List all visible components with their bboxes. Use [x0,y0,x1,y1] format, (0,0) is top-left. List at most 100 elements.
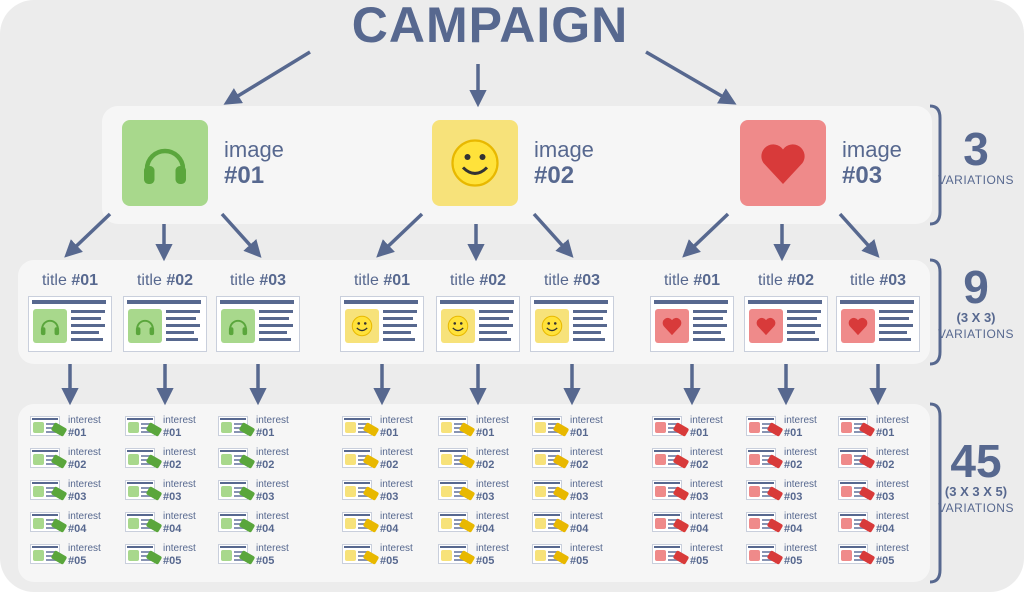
interest-number: #05 [784,555,803,567]
title-variation: title #03 [832,270,924,352]
interest-number: #02 [570,459,589,471]
interest-number: #05 [570,555,589,567]
interest-number: #04 [690,523,709,535]
interest-number: #05 [876,555,895,567]
interest-variation: interest#03 [744,478,836,510]
ad-preview [28,296,112,352]
interest-word: interest [570,447,603,458]
headphones-icon [144,148,186,184]
interest-number: #01 [380,427,399,439]
interest-number: #03 [476,491,495,503]
interest-number: #01 [570,427,589,439]
title-number: #01 [693,272,721,289]
interest-variation: interest#04 [744,510,836,542]
interest-word: interest [876,415,909,426]
interest-number: #01 [690,427,709,439]
interest-word: interest [476,447,509,458]
title-label: title #02 [432,270,524,292]
interest-number: #05 [380,555,399,567]
heart-icon [761,144,805,184]
interest-variation: interest#05 [530,542,622,574]
interest-word: interest [690,415,723,426]
bracket [929,402,942,584]
title-label: title #01 [24,270,116,292]
interest-number: #04 [68,523,87,535]
interest-number: #03 [256,491,275,503]
title-label: title #02 [740,270,832,292]
interest-variation: interest#01 [836,414,928,446]
interest-variation: interest#04 [436,510,528,542]
interest-number: #01 [876,427,895,439]
interest-variation: interest#03 [123,478,215,510]
interest-number: #02 [256,459,275,471]
ad-preview [744,296,828,352]
interest-number: #01 [68,427,87,439]
interest-number: #02 [876,459,895,471]
interest-word: interest [380,511,413,522]
interest-word: interest [570,415,603,426]
interest-number: #04 [163,523,182,535]
interest-word: interest [256,415,289,426]
title-number: #02 [479,272,507,289]
ad-preview [530,296,614,352]
interest-number: #02 [380,459,399,471]
title-variation: title #02 [740,270,832,352]
interest-word: interest [68,511,101,522]
variation-count-2: 9(3 X 3)VARIATIONS [936,264,1016,342]
interest-word: interest [68,447,101,458]
interest-variation: interest#02 [744,446,836,478]
interest-variation: interest#05 [216,542,308,574]
interest-variation: interest#05 [340,542,432,574]
interest-variation: interest#01 [436,414,528,446]
interest-word: interest [163,479,196,490]
interest-word: interest [163,511,196,522]
heart-icon [662,317,682,336]
interest-number: #05 [256,555,275,567]
ad-preview [216,296,300,352]
title-number: #02 [787,272,815,289]
interest-number: #03 [570,491,589,503]
ad-preview [650,296,734,352]
interest-variation: interest#05 [836,542,928,574]
image-number: #02 [534,162,575,189]
arrow [223,50,311,105]
interest-variation: interest#03 [530,478,622,510]
interest-number: #01 [256,427,275,439]
interest-variation: interest#02 [340,446,432,478]
interest-word: interest [380,415,413,426]
arrow [645,50,737,105]
interest-word: interest [476,543,509,554]
title-label: title #01 [646,270,738,292]
arrow [64,212,112,258]
interest-number: #04 [876,523,895,535]
title-variation: title #01 [646,270,738,352]
interest-word: interest [476,511,509,522]
headphones-icon [135,319,155,336]
interest-word: interest [380,447,413,458]
count-number: 45 [950,435,1002,487]
image-card-3: image#03 [740,120,902,206]
interest-variation: interest#02 [836,446,928,478]
interest-number: #03 [784,491,803,503]
interest-variation: interest#04 [216,510,308,542]
title-variation: title #01 [24,270,116,352]
interest-word: interest [690,511,723,522]
title-number: #02 [166,272,194,289]
headphones-icon [40,319,60,336]
interest-word: interest [163,415,196,426]
interest-number: #03 [690,491,709,503]
interest-variation: interest#02 [436,446,528,478]
interest-number: #04 [476,523,495,535]
interest-word: interest [380,479,413,490]
interest-word: interest [256,479,289,490]
title-word: title [757,272,783,289]
interest-word: interest [784,479,817,490]
title-word: title [229,272,255,289]
interest-variation: interest#03 [650,478,742,510]
interest-variation: interest#05 [744,542,836,574]
interest-variation: interest#05 [436,542,528,574]
